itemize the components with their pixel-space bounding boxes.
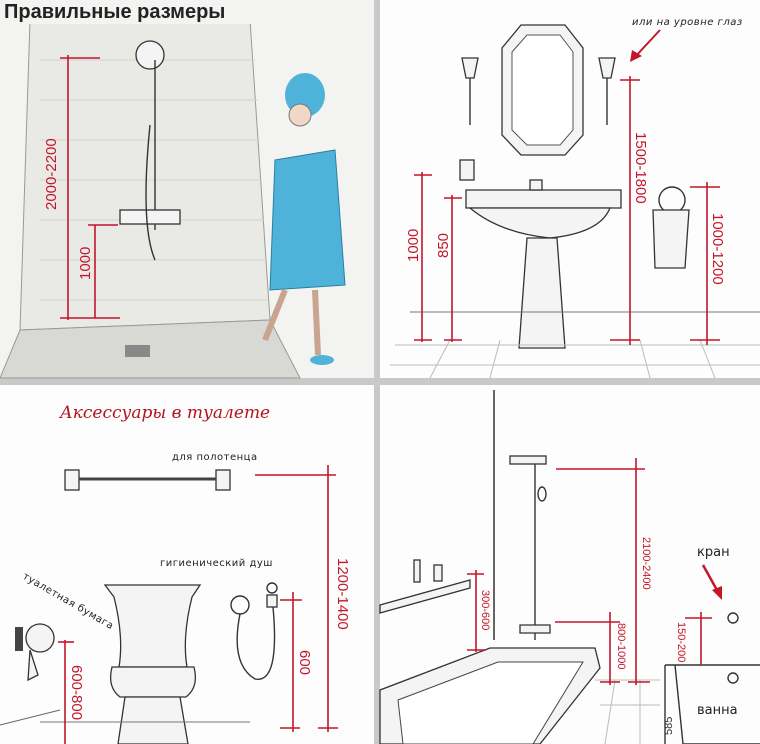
dimension-bath-mixer: 800-1000	[555, 612, 627, 685]
dimension-hygienic-shower: 600	[280, 592, 313, 732]
woman-with-towel	[262, 73, 346, 365]
shower-height-label: 2000-2200	[43, 138, 60, 210]
tap-symbol-icon	[727, 612, 739, 624]
hygienic-shower-height-label: 600	[296, 650, 313, 675]
tap-label: кран	[697, 545, 730, 560]
shower-mixer	[119, 209, 181, 225]
toothbrush-cup	[459, 159, 475, 181]
dimension-sconce: 1500-1800	[610, 76, 649, 345]
dimension-towel-ring: 1000-1200	[690, 182, 726, 345]
eye-level-arrow	[630, 29, 661, 62]
bath-mixer	[519, 624, 551, 634]
towel-bar-height-label: 1200-1400	[334, 558, 351, 630]
toilet-title: Аксессуары в туалете	[59, 403, 270, 423]
sconce-left	[461, 57, 479, 79]
dimension-tap: 150-200	[675, 612, 712, 665]
dimension-shower-head: 2100-2400	[556, 458, 652, 685]
eye-level-note: или на уровне глаз	[632, 17, 743, 28]
towel-ring-height-label: 1000-1200	[709, 213, 726, 285]
drain-icon	[125, 345, 150, 357]
towel-bar-label: для полотенца	[172, 452, 258, 463]
bath-height-label: 585	[663, 717, 675, 735]
bath-profile-diagram	[664, 664, 760, 744]
hygienic-shower-label: гигиенический душ	[160, 558, 273, 569]
dimension-shower-height: 2000-2200	[43, 55, 120, 320]
sink-pedestal	[518, 237, 566, 349]
shelf-height-label: 1000	[405, 229, 422, 262]
bath-shelf	[379, 579, 471, 614]
rain-shower-head	[509, 455, 547, 465]
dimension-sink: 850	[435, 195, 462, 342]
tap-arrow	[701, 564, 722, 600]
bath-mixer-height-label: 800-1000	[615, 623, 627, 670]
toilet-paper-height-label: 600-800	[68, 665, 85, 720]
dimension-bath-shelf: 300-600	[467, 570, 491, 652]
bath-sketch	[379, 390, 760, 744]
tap-height-label: 150-200	[675, 622, 687, 662]
sink-sketch	[390, 24, 760, 379]
shower-head	[135, 40, 165, 70]
sconce-right	[598, 57, 616, 79]
sconce-height-label: 1500-1800	[632, 132, 649, 204]
shower-title: Правильные размеры	[4, 1, 225, 23]
sink-height-label: 850	[435, 233, 452, 258]
dimension-toilet-paper: 600-800	[58, 640, 85, 744]
bath-shelf-label: 300-600	[479, 590, 491, 630]
dimension-shelf: 1000	[405, 172, 432, 342]
mixer-height-label: 1000	[77, 247, 94, 280]
toilet-paper-holder	[25, 623, 55, 653]
shower-head-height-label: 2100-2400	[640, 537, 652, 590]
dimension-mixer-height: 1000	[77, 224, 118, 318]
toilet-sketch	[0, 469, 278, 744]
bath-label: ванна	[697, 703, 738, 718]
dimension-towel-bar: 1200-1400	[255, 465, 351, 732]
